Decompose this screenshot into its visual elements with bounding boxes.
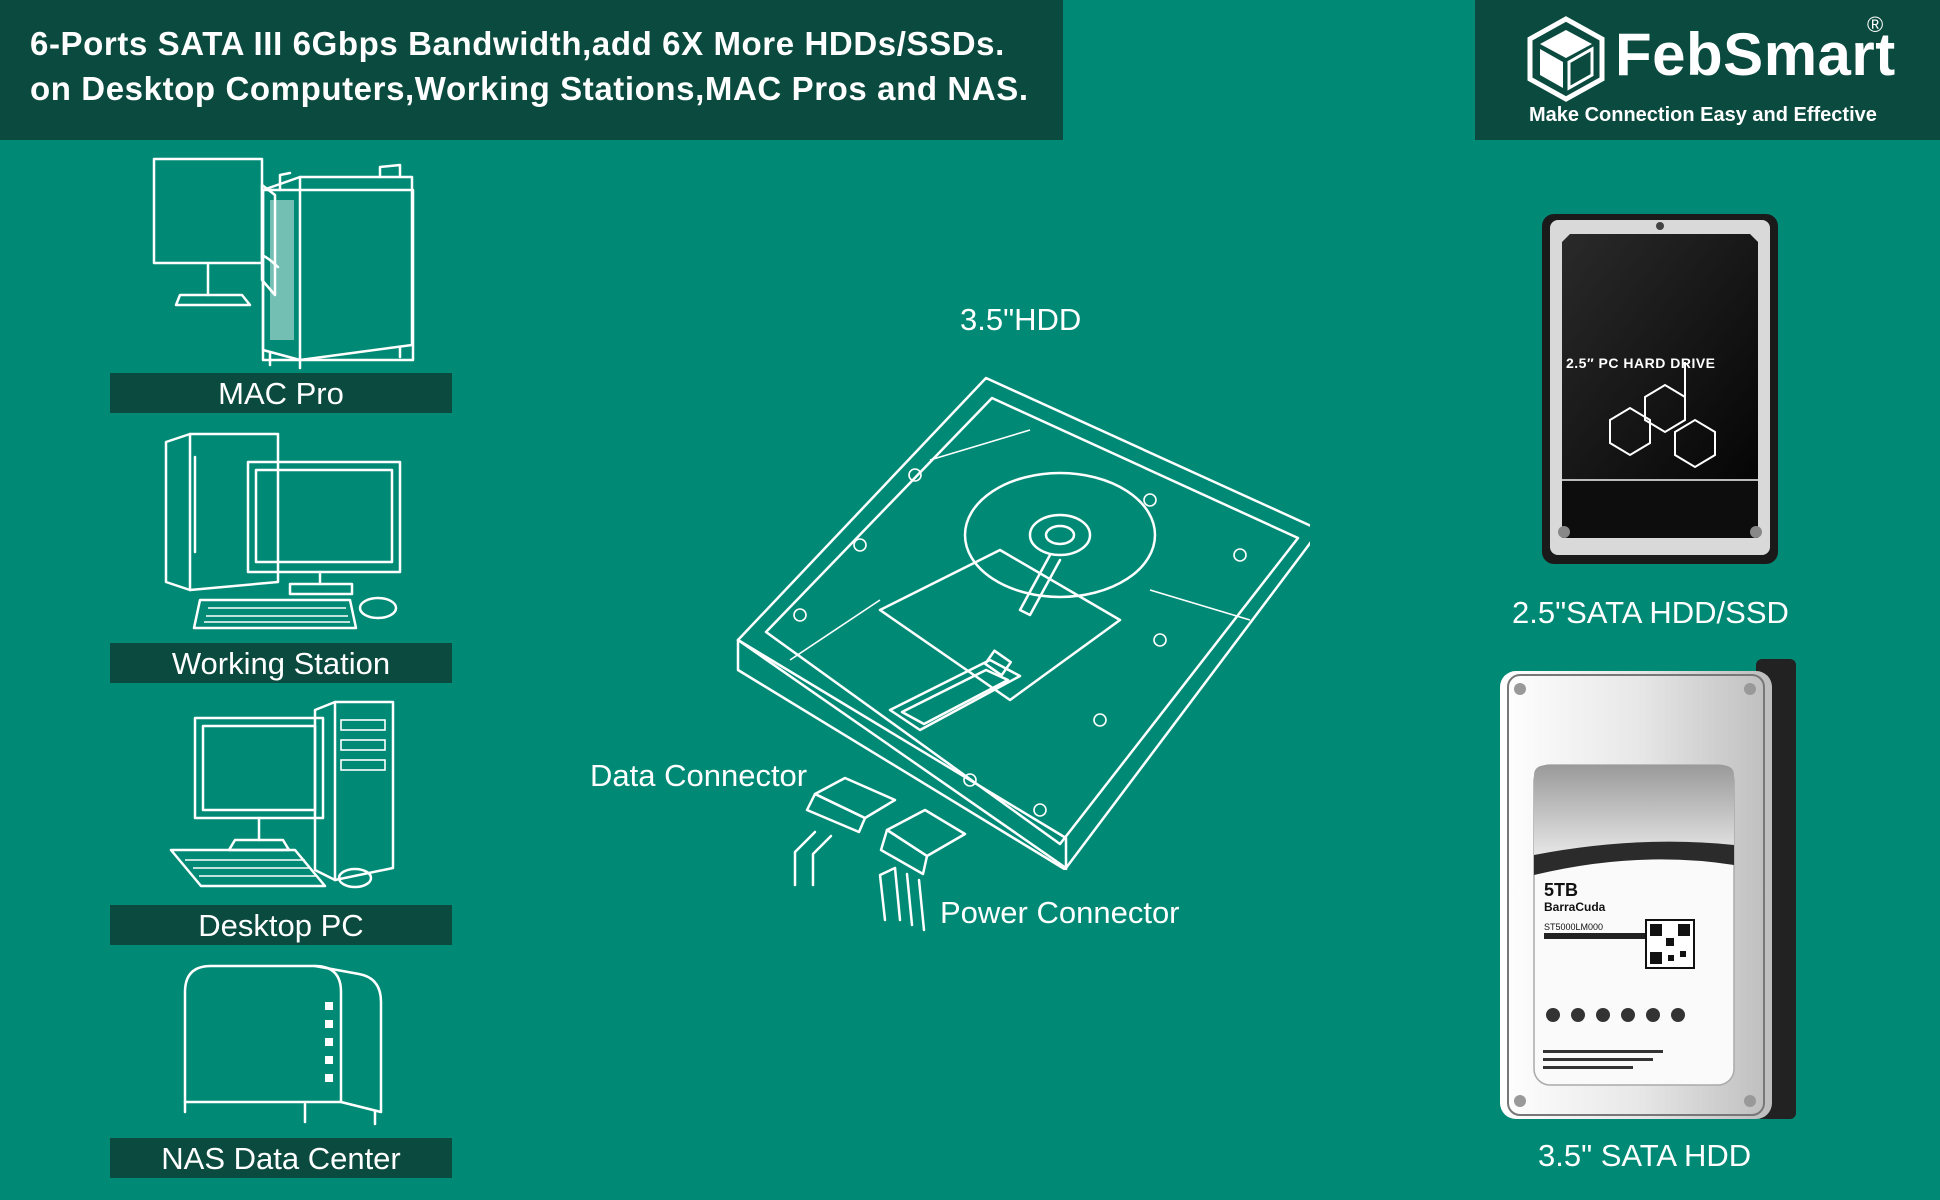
drive-3-5-part: ST5000LM000 <box>1544 922 1604 932</box>
registered-mark: ® <box>1867 12 1884 37</box>
sata-cables <box>793 776 967 932</box>
brand-tagline: Make Connection Easy and Effective <box>1529 104 1877 126</box>
drive-3-5-model: BarraCuda <box>1544 900 1606 914</box>
drive-3-5-capacity: 5TB <box>1544 880 1579 900</box>
power-connector-label: Power Connector <box>940 895 1180 930</box>
header-banner: 6-Ports SATA III 6Gbps Bandwidth,add 6X … <box>0 0 1063 140</box>
cube-logo-icon <box>1527 16 1605 102</box>
data-connector-label: Data Connector <box>590 758 808 793</box>
hdd-3-5-image <box>1500 659 1796 1119</box>
brand-name: FebSmart <box>1615 21 1896 88</box>
device-label-working-station: Working Station <box>110 643 452 683</box>
workstation-icon <box>164 432 402 630</box>
hdd-2-5-image <box>1542 214 1778 564</box>
drive-2-5-label: 2.5″ PC HARD DRIVE <box>1566 355 1716 371</box>
device-label-mac-pro: MAC Pro <box>110 373 452 413</box>
hdd-diagram-title: 3.5"HDD <box>960 302 1082 337</box>
mac-pro-icon <box>152 157 415 370</box>
device-label-desktop-pc: Desktop PC <box>110 905 452 945</box>
hdd-3-5-line-drawing <box>736 376 1310 870</box>
device-label-nas: NAS Data Center <box>110 1138 452 1178</box>
brand-logo: FebSmart ® Make Connection Easy and Effe… <box>1475 0 1940 140</box>
header-line-1: 6-Ports SATA III 6Gbps Bandwidth,add 6X … <box>30 25 1005 62</box>
drive-3-5-caption: 3.5" SATA HDD <box>1538 1138 1752 1173</box>
desktop-pc-icon <box>169 700 395 889</box>
header-line-2: on Desktop Computers,Working Stations,MA… <box>30 70 1029 107</box>
drive-2-5-caption: 2.5"SATA HDD/SSD <box>1512 595 1789 630</box>
nas-icon <box>183 964 383 1126</box>
